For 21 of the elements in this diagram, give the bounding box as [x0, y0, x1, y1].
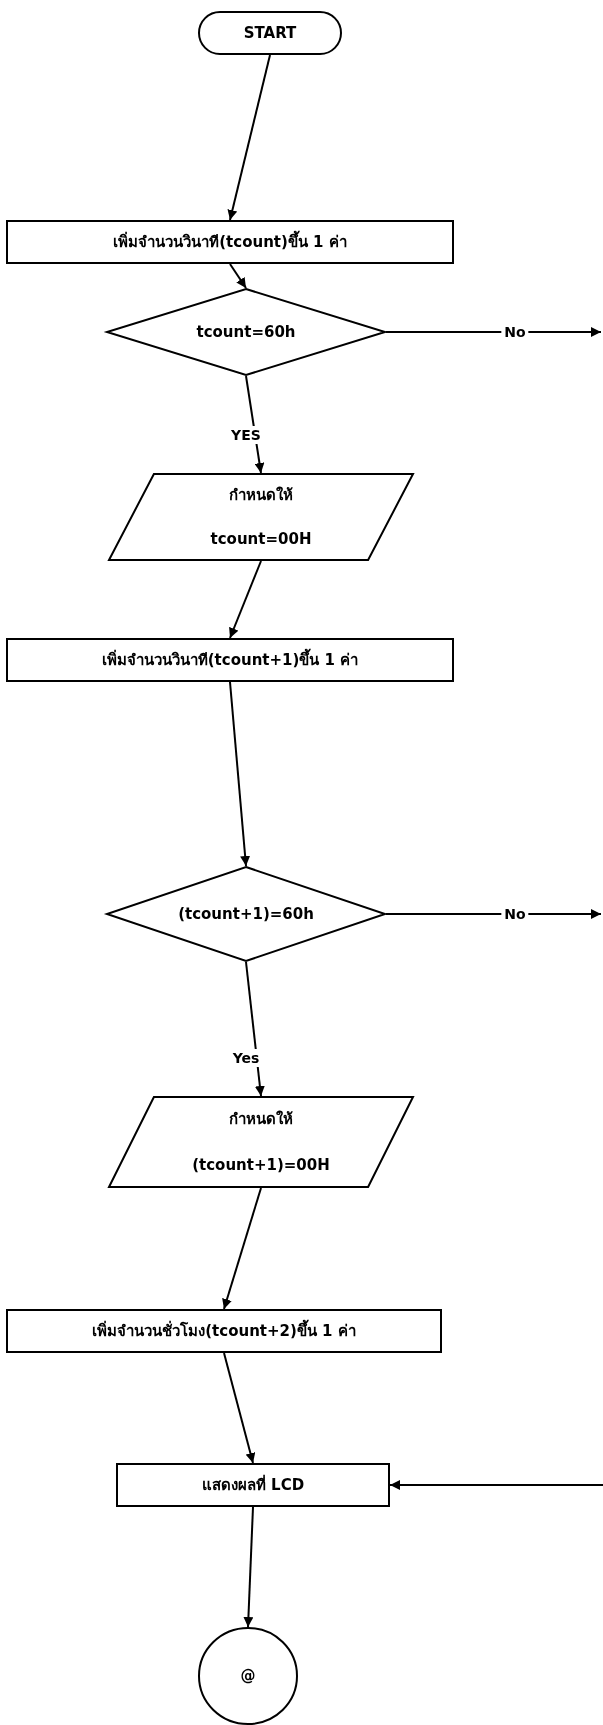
decision-diamond: tcount=60h	[106, 288, 386, 376]
data-parallelogram: กำหนดให้ (tcount+1)=00H	[108, 1096, 414, 1188]
arrow	[229, 681, 251, 867]
arrow	[223, 1352, 256, 1464]
arrow	[229, 560, 262, 639]
arrow	[389, 1480, 603, 1490]
arrow	[245, 961, 265, 1097]
arrow	[385, 909, 602, 919]
process-box: แสดงผลที่ LCD	[116, 1463, 390, 1507]
connector-circle: @	[198, 1627, 298, 1725]
arrow	[229, 263, 247, 289]
data-parallelogram: กำหนดให้ tcount=00H	[108, 473, 414, 561]
start-terminal: START	[198, 11, 342, 55]
process-box: เพิ่มจำนวนชั่วโมง(tcount+2)ขึ้น 1 ค่า	[6, 1309, 442, 1353]
arrow	[243, 1506, 254, 1628]
arrow	[385, 327, 602, 337]
process-box: เพิ่มจำนวนวินาที(tcount)ขึ้น 1 ค่า	[6, 220, 454, 264]
arrow	[222, 1187, 262, 1310]
process-box: เพิ่มจำนวนวินาที(tcount+1)ขึ้น 1 ค่า	[6, 638, 454, 682]
decision-diamond: (tcount+1)=60h	[106, 866, 386, 962]
arrow	[227, 54, 271, 221]
